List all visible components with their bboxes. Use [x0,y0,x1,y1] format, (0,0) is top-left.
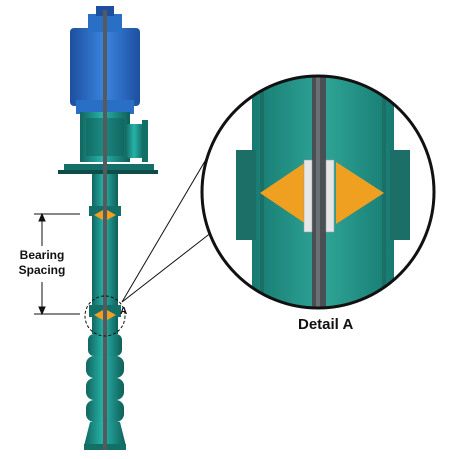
detail-a-view [200,74,436,310]
detail-a-title: Detail A [298,316,354,333]
detail-callout-circle [84,295,126,337]
shaft [103,10,107,450]
bearing-label-line1: Bearing [19,248,65,262]
callout-letter-a: A [120,306,128,317]
bearing-spacing-dimension [34,212,80,316]
bearing-icon-lower [94,310,116,320]
discharge-head [58,112,158,174]
bearing-spacing-label: Bearing Spacing [12,248,72,278]
bearing-icon-upper [94,210,116,220]
bearing-label-line2: Spacing [18,263,66,277]
